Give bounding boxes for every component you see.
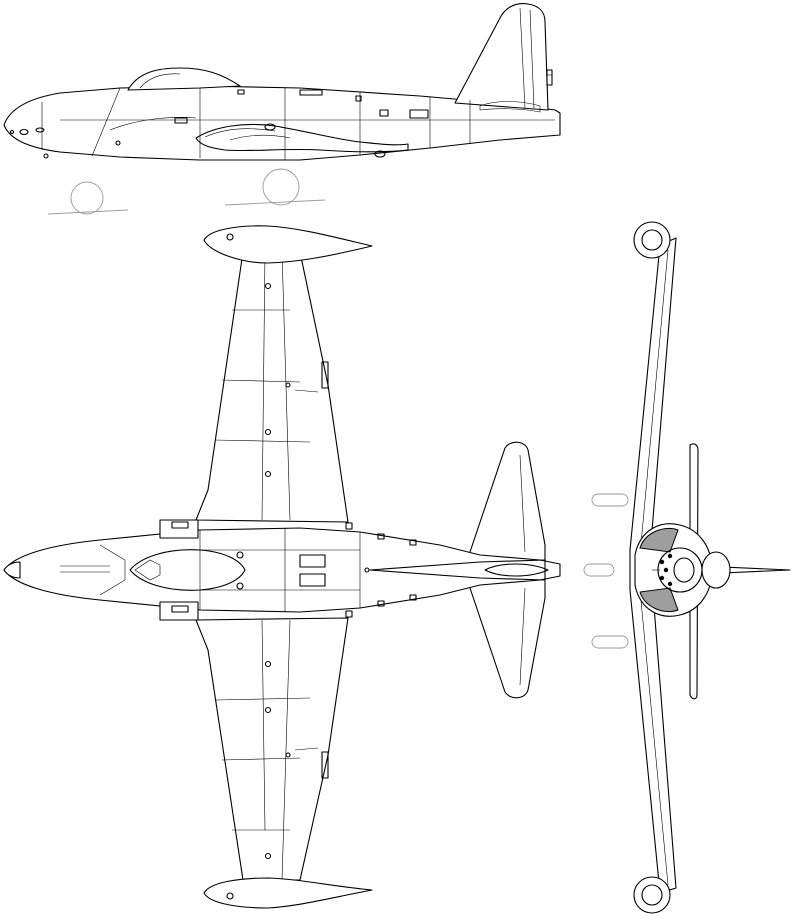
top-tip-tank-upper bbox=[203, 225, 373, 264]
front-view bbox=[583, 221, 791, 914]
front-tip-tank-upper bbox=[633, 221, 671, 259]
top-view bbox=[3, 225, 561, 909]
top-fuselage bbox=[3, 527, 561, 613]
top-wing-lower bbox=[195, 617, 349, 881]
side-vertical-tail bbox=[454, 3, 549, 111]
top-canopy bbox=[129, 549, 246, 591]
front-tip-tank-lower bbox=[633, 876, 671, 914]
top-tip-tank-lower bbox=[203, 877, 373, 909]
side-view bbox=[3, 3, 561, 215]
side-fuselage bbox=[3, 85, 561, 161]
side-canopy bbox=[127, 67, 241, 91]
top-wing-upper bbox=[195, 251, 349, 523]
